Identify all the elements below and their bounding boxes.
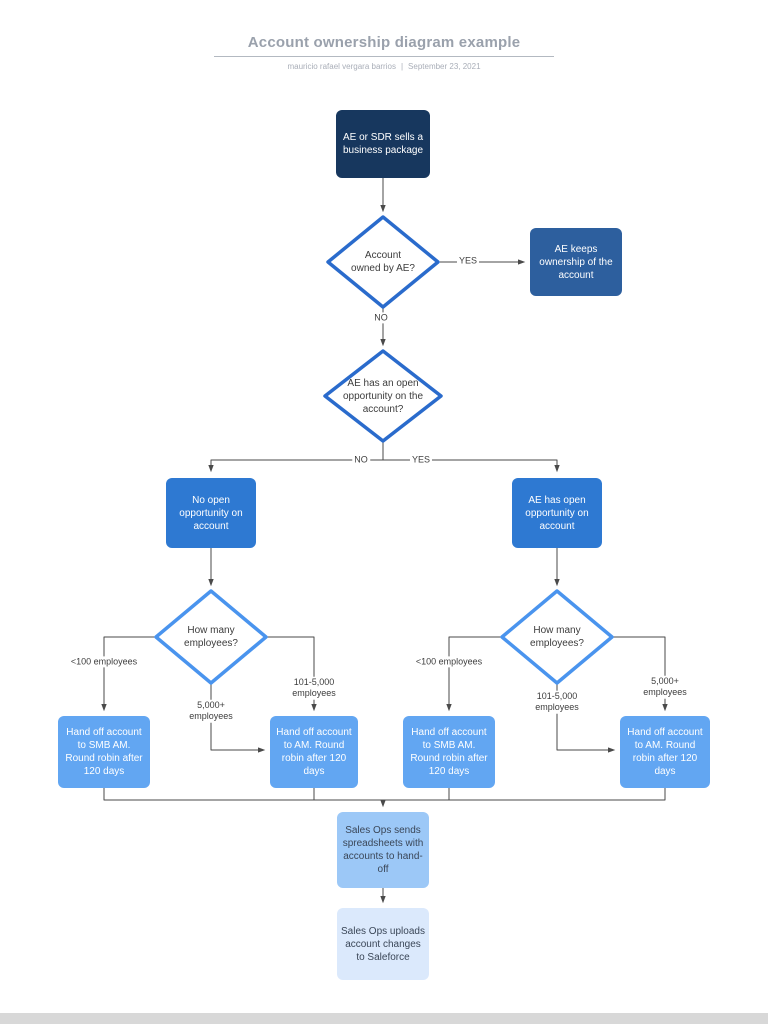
edge-label-yes-opportunity: YES xyxy=(409,454,433,466)
decision-open-opportunity xyxy=(323,349,443,443)
byline: mauricio rafael vergara barrios | Septembe… xyxy=(214,62,554,71)
decision-employees-right xyxy=(500,589,614,685)
node-handoff-am-right: Hand off account to AM. Round robin afte… xyxy=(620,716,710,788)
edge-label-right-lt100: <100 employees xyxy=(413,656,485,668)
node-handoff-smb-right: Hand off account to SMB AM. Round robin … xyxy=(403,716,495,788)
node-handoff-smb-left: Hand off account to SMB AM. Round robin … xyxy=(58,716,150,788)
node-ae-keeps-ownership: AE keeps ownership of the account xyxy=(530,228,622,296)
edge-label-no-owned: NO xyxy=(372,312,390,324)
author: mauricio rafael vergara barrios xyxy=(287,62,396,71)
decision-open-opportunity-label: AE has an open opportunity on the accoun… xyxy=(342,377,424,415)
page-bottom-edge xyxy=(0,1013,768,1024)
decision-employees-right-label: How many employees? xyxy=(530,625,584,649)
edge-label-left-101-5000: 101-5,000 employees xyxy=(283,676,345,700)
edge-label-left-5000plus: 5,000+ employees xyxy=(181,699,241,723)
edge-label-no-opportunity: NO xyxy=(352,454,370,466)
byline-separator: | xyxy=(400,62,404,71)
node-sales-ops-sends: Sales Ops sends spreadsheets with accoun… xyxy=(337,812,429,888)
date: September 23, 2021 xyxy=(408,62,481,71)
decision-employees-left-label: How many employees? xyxy=(184,625,238,649)
node-has-open-opportunity: AE has open opportunity on account xyxy=(512,478,602,548)
node-sales-ops-uploads: Sales Ops uploads account changes to Sal… xyxy=(337,908,429,980)
decision-account-owned xyxy=(326,215,440,309)
page-title: Account ownership diagram example xyxy=(214,34,554,57)
edge-label-right-5000plus: 5,000+ employees xyxy=(637,675,693,699)
title-block: Account ownership diagram example mauric… xyxy=(214,34,554,71)
edge-label-left-lt100: <100 employees xyxy=(68,656,140,668)
decision-employees-left xyxy=(154,589,268,685)
edge-label-yes-owned: YES xyxy=(456,255,480,267)
node-handoff-am-left: Hand off account to AM. Round robin afte… xyxy=(270,716,358,788)
decision-account-owned-label: Account owned by AE? xyxy=(351,250,415,274)
edge-label-right-101-5000: 101-5,000 employees xyxy=(526,690,588,714)
node-no-open-opportunity: No open opportunity on account xyxy=(166,478,256,548)
node-start: AE or SDR sells a business package xyxy=(336,110,430,178)
